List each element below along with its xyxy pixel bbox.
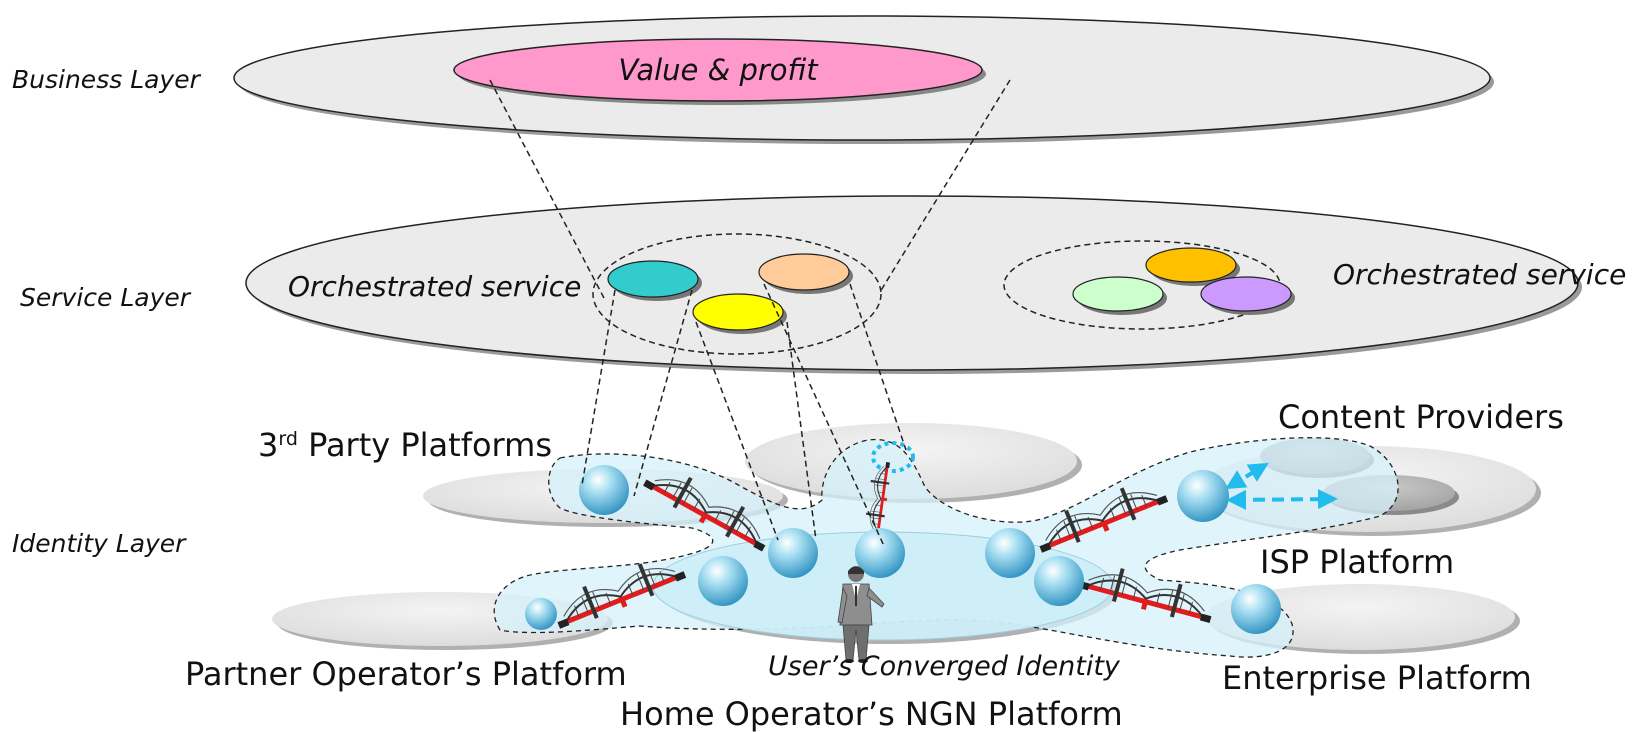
identity-sphere-partner xyxy=(525,598,557,630)
service-yellow xyxy=(692,293,784,331)
value-profit-ellipse xyxy=(453,38,983,102)
identity-sphere-home-1 xyxy=(768,528,818,578)
business-layer-label: Business Layer xyxy=(12,65,202,94)
user-converged-identity-label: User’s Converged Identity xyxy=(768,651,1121,682)
value-profit-label: Value & profit xyxy=(618,53,819,87)
service-identity-projection xyxy=(581,283,907,547)
identity-ring xyxy=(871,441,915,473)
business-layer: Value & profit xyxy=(233,15,1494,144)
service-lavender xyxy=(1200,276,1292,312)
orchestrated-service-left-label: Orchestrated service xyxy=(288,270,581,303)
identity-sphere-home-2 xyxy=(855,528,905,578)
identity-layer-label: Identity Layer xyxy=(12,529,187,558)
identity-sphere-isp xyxy=(1177,470,1229,522)
content-providers-label: Content Providers xyxy=(1278,398,1564,436)
user-figure xyxy=(837,566,885,663)
home-operator-platform-label: Home Operator’s NGN Platform xyxy=(620,695,1123,732)
service-lightgreen xyxy=(1072,276,1164,312)
business-service-projection xyxy=(489,79,1011,301)
isp-platform-label: ISP Platform xyxy=(1260,543,1454,581)
enterprise-platform-label: Enterprise Platform xyxy=(1222,659,1532,697)
identity-sphere-home-4 xyxy=(698,556,748,606)
partner-operator-platform-label: Partner Operator’s Platform xyxy=(185,655,627,693)
orchestrated-service-right-label: Orchestrated service xyxy=(1333,258,1626,291)
identity-sphere-home-5 xyxy=(1034,556,1084,606)
service-peach xyxy=(758,253,850,291)
orchestrated-group-left xyxy=(592,233,882,355)
identity-sphere-enterprise xyxy=(1231,584,1281,634)
service-layer: Orchestrated service Orchestrated servic… xyxy=(245,195,1626,374)
third-party-platforms-label: 3rd Party Platforms xyxy=(258,426,552,464)
identity-sphere-home-3 xyxy=(985,528,1035,578)
cyan-arrow-content-1 xyxy=(1225,462,1269,490)
service-orange xyxy=(1145,247,1237,283)
identity-layer xyxy=(272,423,1541,663)
service-layer-label: Service Layer xyxy=(20,283,192,312)
service-layer-ellipse xyxy=(245,195,1579,371)
identity-sphere-third-party xyxy=(579,465,629,515)
service-teal xyxy=(607,260,699,298)
cyan-arrow-content-2 xyxy=(1226,489,1338,510)
